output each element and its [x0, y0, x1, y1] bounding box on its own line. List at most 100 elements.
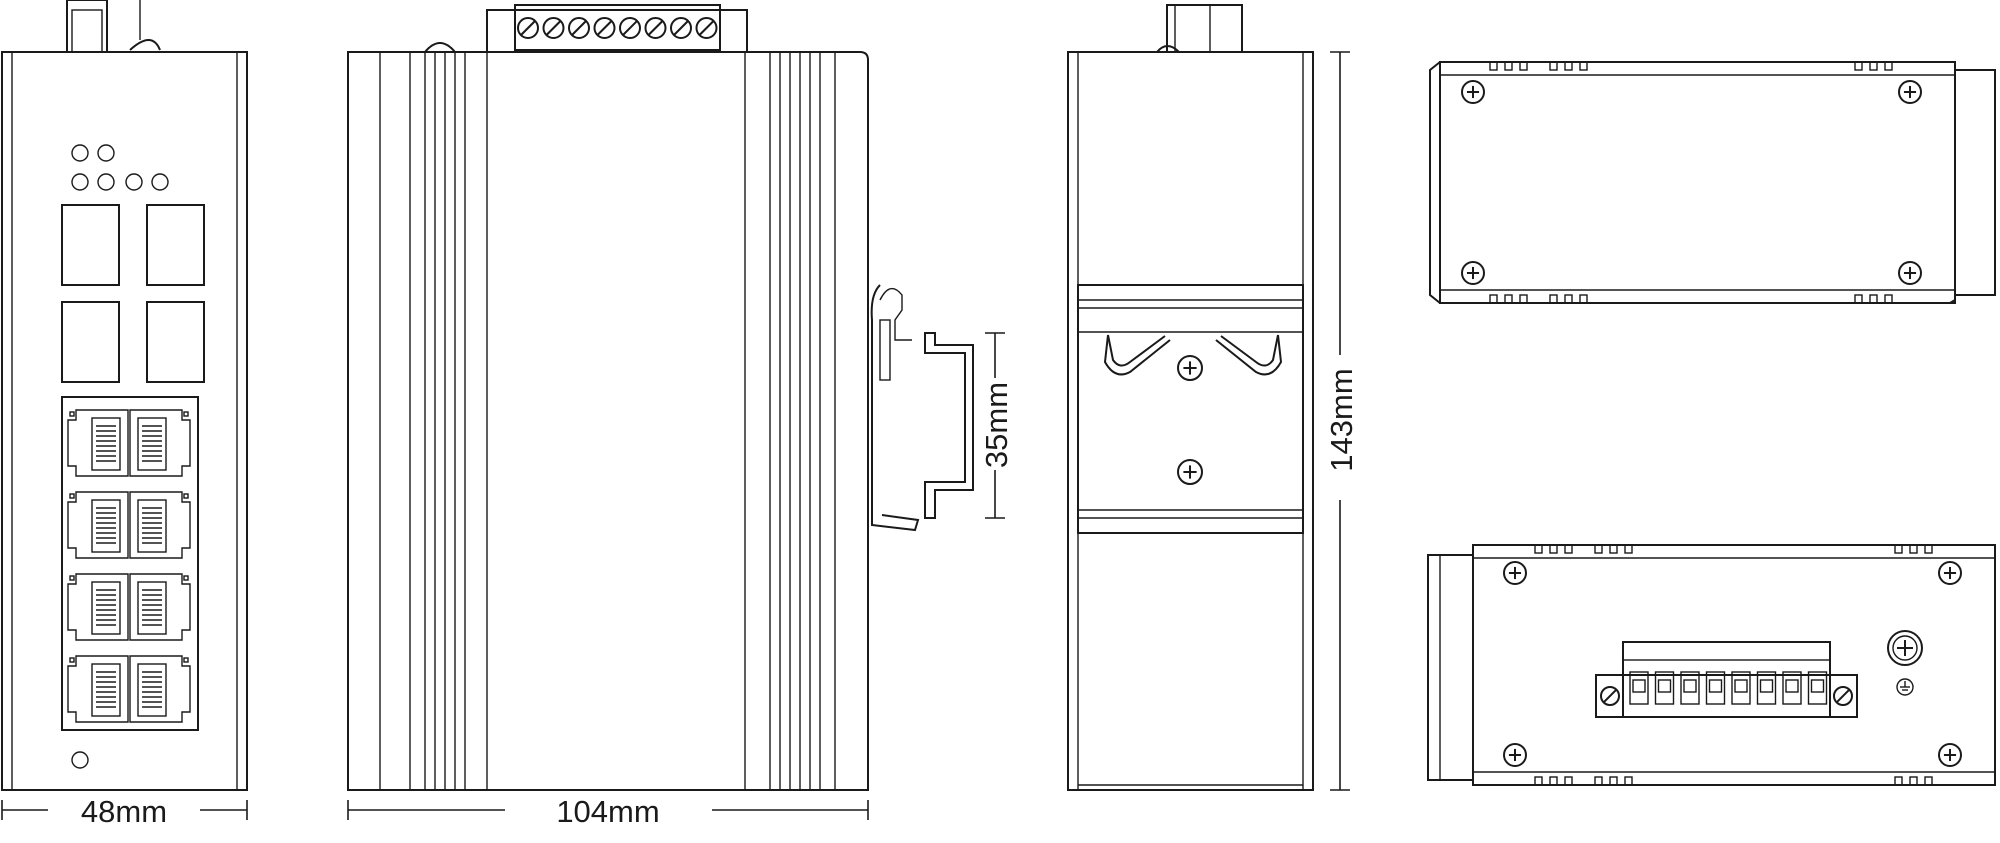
front-top-clip [66, 0, 161, 53]
front-view [1, 0, 248, 791]
rj45-jack [67, 655, 129, 723]
vent-notch [1884, 294, 1893, 304]
side-terminal-block [486, 4, 748, 53]
terminal-screw [644, 17, 667, 39]
bottom-screw [1938, 743, 1962, 767]
terminal-pin [1680, 671, 1700, 705]
rear-screw [1177, 459, 1203, 485]
vent-notch [1579, 294, 1588, 304]
terminal-screw [593, 17, 616, 39]
terminal-pin-hole [1734, 679, 1748, 693]
vent-notch [1579, 61, 1588, 71]
sfp-ports [61, 204, 205, 383]
vent-notch [1869, 294, 1878, 304]
vent-notch [1869, 61, 1878, 71]
rear-top-clip [1156, 4, 1243, 53]
vent-notch [1884, 61, 1893, 71]
vent-notch [1549, 61, 1558, 71]
vent-notch [1489, 294, 1498, 304]
terminal-pin [1756, 671, 1777, 705]
vent-notch [1894, 544, 1903, 554]
bottom-screw [1938, 561, 1962, 585]
vent-notch [1489, 61, 1498, 71]
terminal-pin-hole [1759, 679, 1774, 693]
bottom-terminal-block [1595, 641, 1858, 718]
terminal-pin [1654, 671, 1675, 705]
terminal-pin [1782, 671, 1802, 705]
vent-notch [1549, 294, 1558, 304]
vent-notch [1519, 294, 1528, 304]
terminal-screw [542, 17, 565, 39]
label-35mm: 35mm [979, 382, 1014, 468]
vent-notch [1504, 61, 1513, 71]
vent-notch [1519, 61, 1528, 71]
vent-notch [1624, 776, 1633, 786]
label-48mm: 48mm [81, 794, 167, 829]
terminal-screw [619, 17, 641, 39]
vent-notch [1909, 776, 1918, 786]
vent-notch [1624, 544, 1633, 554]
terminal-pin [1807, 671, 1828, 705]
vent-notch [1564, 61, 1573, 71]
din-clip [870, 284, 920, 532]
rear-view [1067, 4, 1314, 791]
vent-notch [1594, 544, 1603, 554]
vent-notch [1854, 294, 1863, 304]
terminal-screw [695, 17, 718, 39]
label-104mm: 104mm [556, 794, 659, 829]
dimension-height: 143mm [1324, 51, 1359, 791]
top-screw [1898, 80, 1922, 104]
vent-notch [1909, 544, 1918, 554]
rear-screw [1177, 355, 1203, 381]
label-143mm: 143mm [1324, 368, 1359, 471]
side-view [347, 4, 974, 791]
terminal-screw [517, 17, 539, 39]
top-screw [1461, 80, 1485, 104]
bottom-screw [1503, 743, 1527, 767]
rj45-jack [129, 409, 191, 477]
terminal-pin [1705, 671, 1726, 705]
front-body [1, 51, 248, 791]
terminal-pin-hole [1785, 679, 1799, 693]
bottom-view [1427, 544, 1996, 786]
terminal-pin [1629, 671, 1649, 705]
rj45-jack [67, 491, 129, 559]
rj45-jack [67, 409, 129, 477]
led-indicators [71, 144, 169, 191]
vent-notch [1549, 544, 1558, 554]
vent-notch [1534, 544, 1543, 554]
rj45-ports [61, 396, 199, 731]
vent-notch [1564, 776, 1573, 786]
vent-notch [1854, 61, 1863, 71]
vent-notch [1564, 294, 1573, 304]
terminal-flange-screw [1600, 686, 1620, 706]
rj45-jack [129, 655, 191, 723]
rj45-jack [129, 491, 191, 559]
top-view [1429, 61, 1996, 304]
ground-icon [1896, 678, 1914, 696]
rj45-jack [129, 573, 191, 641]
vent-notch [1894, 776, 1903, 786]
terminal-screw [670, 17, 692, 39]
ground-screw [1887, 630, 1923, 666]
side-body [347, 51, 869, 791]
bottom-screw [1503, 561, 1527, 585]
terminal-flange-screw [1833, 686, 1853, 706]
terminal-screw [568, 17, 590, 39]
vent-notch [1609, 776, 1618, 786]
vent-notch [1564, 544, 1573, 554]
terminal-pin-hole [1708, 679, 1723, 693]
vent-notch [1924, 544, 1933, 554]
vent-notch [1504, 294, 1513, 304]
vent-notch [1534, 776, 1543, 786]
dimension-din-rail: 35mm [979, 332, 1014, 519]
vent-notch [1609, 544, 1618, 554]
rj45-jack [67, 573, 129, 641]
terminal-pin-hole [1632, 679, 1646, 693]
dimension-front-width: 48mm [1, 794, 248, 829]
top-screw [1898, 261, 1922, 285]
vent-notch [1924, 776, 1933, 786]
terminal-pin-hole [1810, 679, 1825, 693]
vent-notch [1549, 776, 1558, 786]
